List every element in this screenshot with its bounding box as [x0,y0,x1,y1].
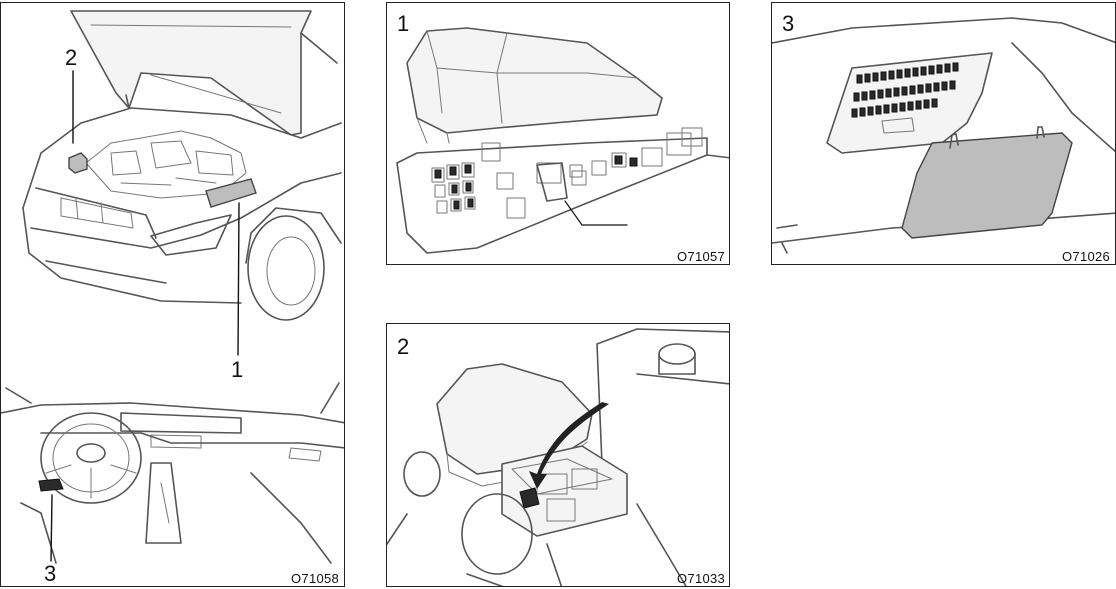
image-code: O71058 [291,572,339,585]
panel-number: 3 [782,13,794,35]
instrument-panel-fuse-box-illustration [772,3,1116,265]
panel-number: 1 [397,13,409,35]
callout-2: 2 [65,47,77,69]
callout-3: 3 [44,563,56,585]
engine-fuse-box-panel: 1 O71057 [386,2,730,265]
image-code: O71057 [677,250,725,263]
instrument-panel-fuse-box-panel: 3 O71026 [771,2,1116,265]
car-engine-and-dashboard-illustration [1,3,345,587]
panel-number: 2 [397,336,409,358]
image-code: O71026 [1062,250,1110,263]
fuse-box-illustration [387,3,730,265]
relay-block-panel: 2 O71033 [386,323,730,587]
relay-block-illustration [387,324,730,587]
image-code: O71033 [677,572,725,585]
overview-panel: 2 1 3 O71058 [0,2,345,587]
callout-1: 1 [231,359,243,381]
